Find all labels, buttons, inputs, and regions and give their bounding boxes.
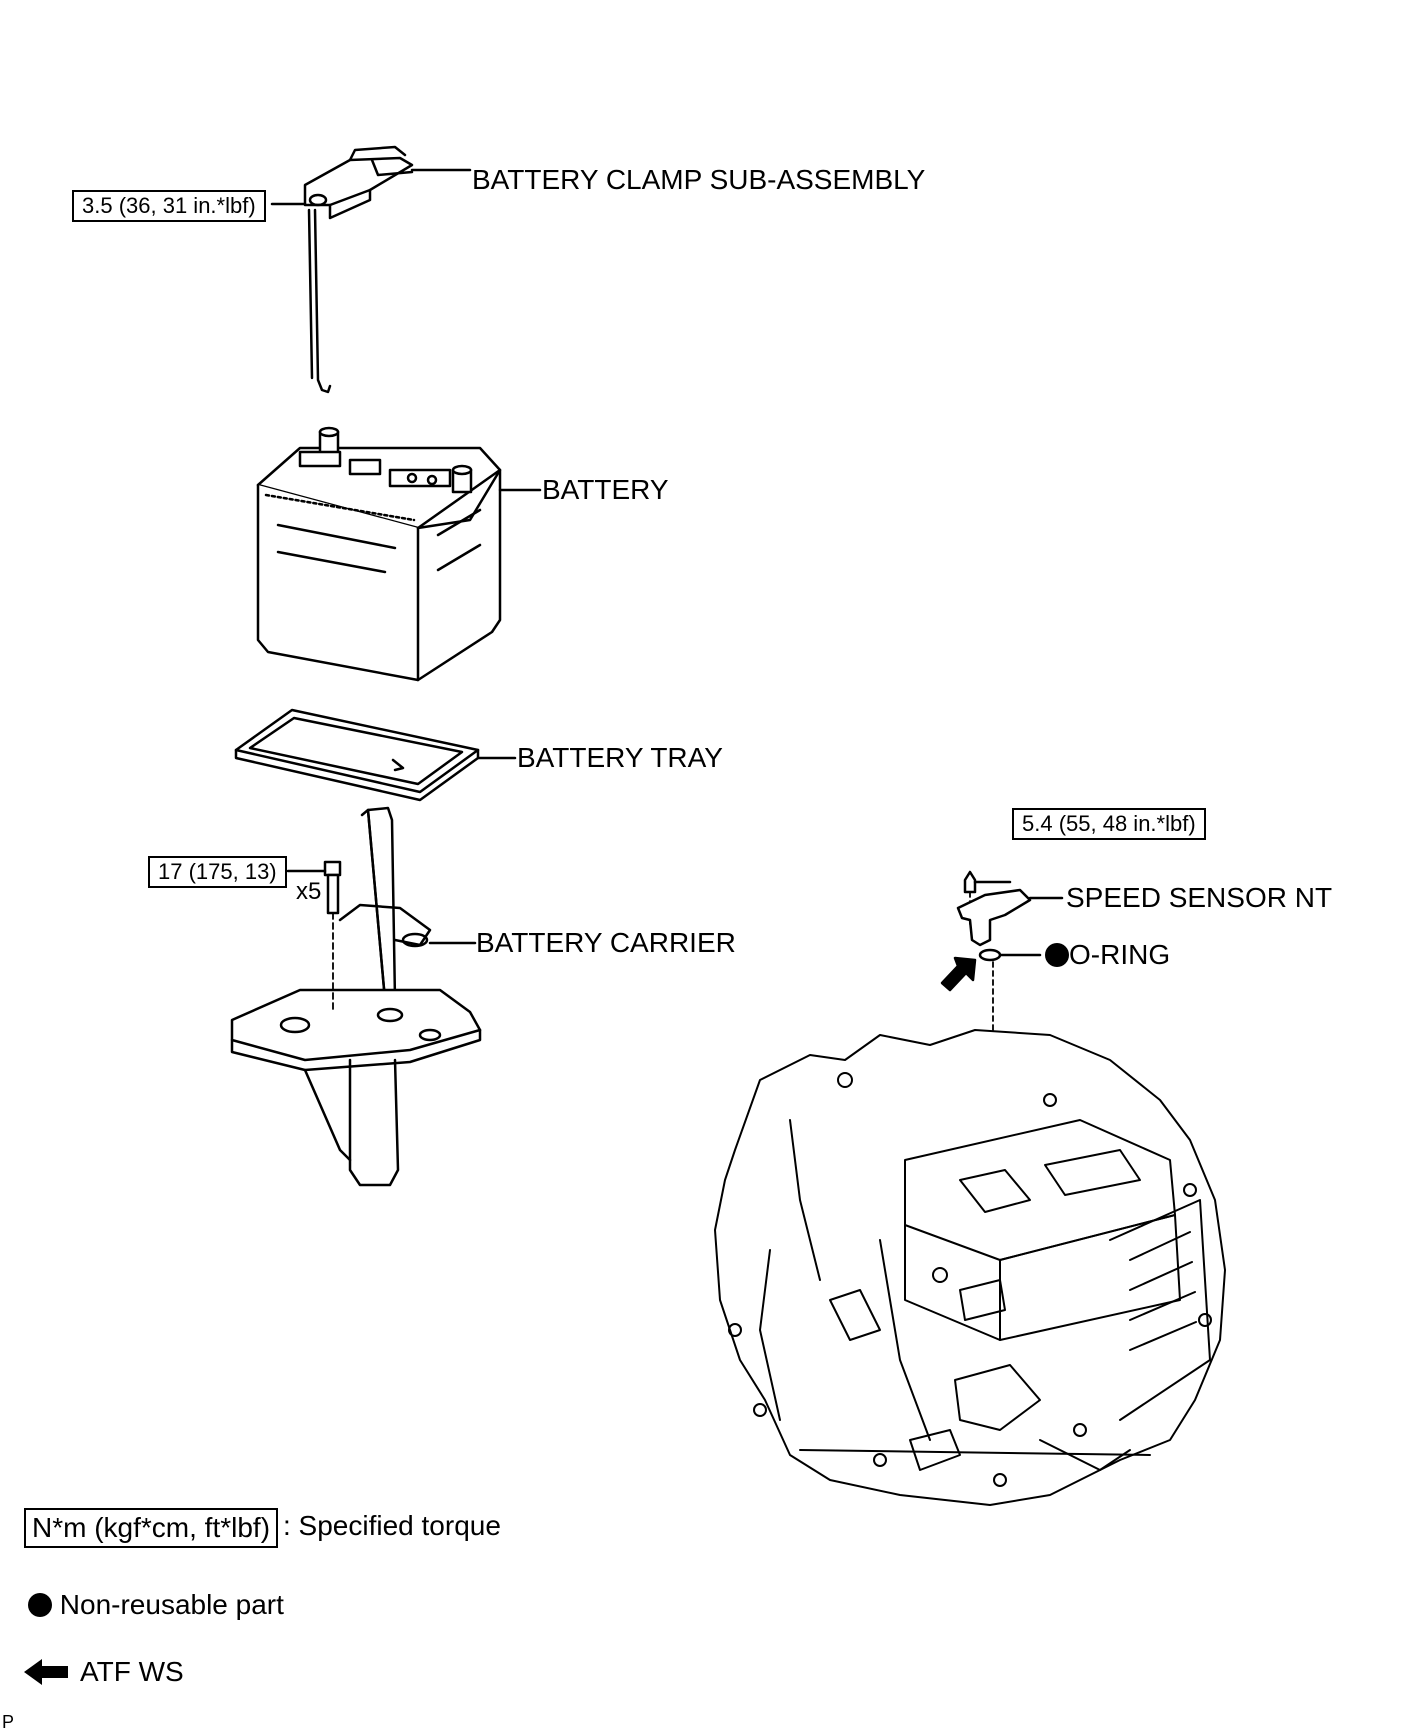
battery-carrier-label: BATTERY CARRIER — [476, 927, 736, 958]
transaxle-drawing — [714, 1029, 1226, 1506]
oring-label: O-RING — [1045, 939, 1170, 971]
clamp-torque-box: 3.5 (36, 31 in.*lbf) — [72, 190, 266, 222]
speed-sensor-label: SPEED SENSOR NT — [1066, 882, 1333, 913]
carrier-torque-box: 17 (175, 13) — [148, 856, 287, 888]
legend-torque-text: : Specified torque — [283, 1510, 501, 1541]
atf-arrow-icon — [24, 1659, 68, 1685]
sensor-torque-box: 5.4 (55, 48 in.*lbf) — [1012, 808, 1206, 840]
legend-nonreusable-text: Non-reusable part — [59, 1589, 284, 1620]
nonreusable-legend-icon — [28, 1593, 52, 1617]
oring-text: O-RING — [1069, 939, 1171, 970]
carrier-bolt-quantity: x5 — [296, 878, 322, 905]
nonreusable-icon — [1045, 943, 1069, 967]
legend-atf-text: ATF WS — [80, 1656, 184, 1687]
battery-drawing — [256, 426, 542, 682]
legend-nonreusable: Non-reusable part — [28, 1589, 284, 1621]
battery-clamp-drawing — [270, 145, 472, 394]
battery-clamp-label: BATTERY CLAMP SUB-ASSEMBLY — [472, 164, 926, 195]
corner-mark: P — [2, 1712, 15, 1732]
battery-label: BATTERY — [542, 474, 669, 505]
battery-tray-label: BATTERY TRAY — [517, 742, 723, 773]
battery-carrier-drawing — [230, 806, 482, 1187]
battery-tray-drawing — [234, 708, 517, 802]
legend-torque-box: N*m (kgf*cm, ft*lbf) — [24, 1508, 279, 1548]
